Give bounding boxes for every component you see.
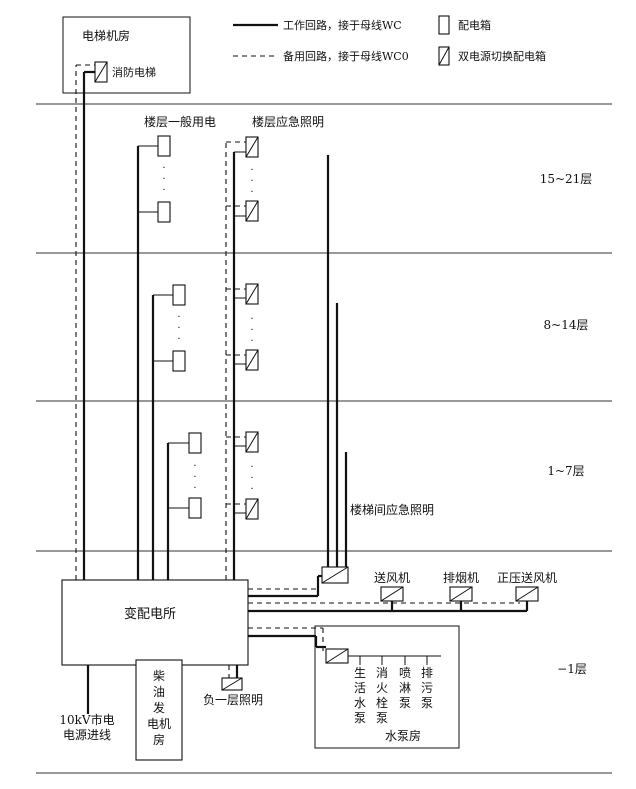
diesel-label-4: 电机 xyxy=(147,717,171,731)
incoming-10kv-label-1: 10kV市电 xyxy=(59,712,114,727)
elevator-machine-room xyxy=(62,16,191,94)
sprinkler-pump-char-3: 泵 xyxy=(399,696,411,710)
domestic-pump-char-1: 生 xyxy=(354,666,366,680)
em-dots-2c: · xyxy=(250,336,253,347)
legend-box-label: 配电箱 xyxy=(458,18,491,32)
legend-dual-box-label: 双电源切换配电箱 xyxy=(458,49,546,63)
b1-lighting-label: 负一层照明 xyxy=(203,693,263,707)
diesel-label-3: 发 xyxy=(153,700,165,715)
supply-fan-box-slash xyxy=(380,586,404,602)
general-dots-2b: · xyxy=(177,323,180,334)
general-box-8 xyxy=(172,350,186,372)
general-power-label: 楼层一般用电 xyxy=(144,114,216,129)
floor-label-1-7: 1~7层 xyxy=(547,464,584,478)
em-dots-3c: · xyxy=(250,484,253,495)
incoming-10kv-label-2: 电源进线 xyxy=(63,728,111,742)
general-dots-2: · xyxy=(177,312,180,323)
b1-lighting-box-slash xyxy=(221,677,243,691)
hydrant-pump-char-2: 火 xyxy=(376,681,388,695)
general-dots-3c: · xyxy=(193,483,196,494)
em-dots-1c: · xyxy=(250,187,253,198)
domestic-pump-char-4: 泵 xyxy=(354,711,366,725)
sewage-pump-char-1: 排 xyxy=(421,666,433,680)
hydrant-pump-char-3: 栓 xyxy=(376,695,388,710)
sewage-pump-char-2: 污 xyxy=(421,681,433,695)
pump-room-label: 水泵房 xyxy=(385,728,421,743)
domestic-pump-char-2: 活 xyxy=(354,681,366,695)
em-dots-1b: · xyxy=(250,176,253,187)
pump-dual-box-slash xyxy=(325,648,349,664)
general-dots-2c: · xyxy=(177,334,180,345)
legend-backup-label: 备用回路，接于母线WC0 xyxy=(283,49,409,63)
em-dots-2: · xyxy=(250,314,253,325)
em-dots-3b: · xyxy=(250,473,253,484)
legend-dual-box-slash xyxy=(438,46,450,66)
legend-box-icon xyxy=(438,15,450,35)
em-box-21-slash xyxy=(245,136,259,158)
general-box-14 xyxy=(172,284,186,306)
substation-label: 变配电所 xyxy=(124,606,176,622)
general-dots-3: · xyxy=(193,461,196,472)
em-box-15-slash xyxy=(245,200,259,222)
general-box-1 xyxy=(188,497,202,519)
floor-label-15-21: 15~21层 xyxy=(540,172,593,186)
general-box-7 xyxy=(188,432,202,454)
elevator-room-label: 电梯机房 xyxy=(82,28,130,43)
smoke-exhaust-label: 排烟机 xyxy=(443,571,479,585)
general-dots-1b: · xyxy=(162,174,165,185)
general-dots-3b: · xyxy=(193,472,196,483)
legend-working-label: 工作回路，接于母线WC xyxy=(283,18,402,32)
substation-box xyxy=(61,579,249,666)
em-box-8-slash xyxy=(245,349,259,371)
em-dots-1: · xyxy=(250,165,253,176)
em-box-7-slash xyxy=(245,431,259,453)
hydrant-pump-char-4: 泵 xyxy=(376,711,388,725)
fire-elevator-label: 消防电梯 xyxy=(112,65,156,79)
floor-label-b1: −1层 xyxy=(557,662,587,676)
domestic-pump-char-3: 水 xyxy=(354,696,366,710)
stair-dual-box-slash xyxy=(321,566,349,584)
general-box-15 xyxy=(157,201,171,223)
diesel-label-5: 房 xyxy=(153,732,165,747)
diesel-label-1: 柴 xyxy=(153,669,165,683)
pump-room-box xyxy=(314,625,460,749)
pressure-fan-label: 正压送风机 xyxy=(497,570,557,585)
em-box-14-slash xyxy=(245,283,259,305)
general-dots-1c: · xyxy=(162,185,165,196)
diesel-label-2: 油 xyxy=(153,685,165,699)
stair-lighting-label: 楼梯间应急照明 xyxy=(350,502,434,517)
sprinkler-pump-char-2: 淋 xyxy=(399,681,411,695)
em-dots-3: · xyxy=(250,462,253,473)
em-box-1-slash xyxy=(245,498,259,520)
fire-elevator-box-slash xyxy=(94,61,108,83)
hydrant-pump-char-1: 消 xyxy=(376,666,388,680)
emergency-lighting-label: 楼层应急照明 xyxy=(252,114,324,129)
pressure-fan-box-slash xyxy=(515,586,539,602)
em-dots-2b: · xyxy=(250,325,253,336)
sprinkler-pump-char-1: 喷 xyxy=(399,666,411,680)
sewage-pump-char-3: 泵 xyxy=(421,696,433,710)
diesel-room-box xyxy=(135,659,183,761)
supply-fan-label: 送风机 xyxy=(374,570,410,585)
general-dots-1: · xyxy=(162,163,165,174)
smoke-exhaust-box-slash xyxy=(449,586,473,602)
general-box-21 xyxy=(157,135,171,157)
floor-label-8-14: 8~14层 xyxy=(544,318,589,332)
